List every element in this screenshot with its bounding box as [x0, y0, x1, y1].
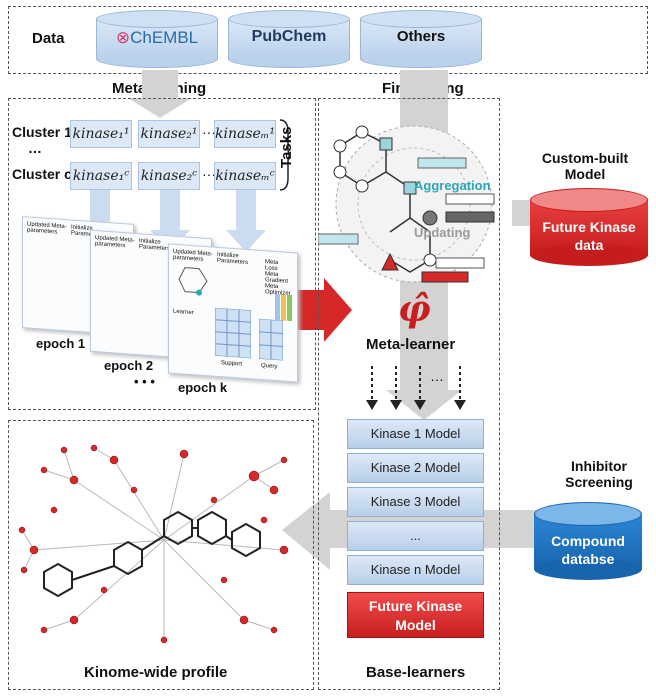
cluster-1-label: Cluster 1 — [12, 124, 72, 140]
meta-layer-icon — [275, 293, 292, 322]
arrow-task-3 — [226, 190, 266, 252]
data-section — [8, 6, 648, 74]
custom-model-title: Custom-built Model — [541, 150, 629, 182]
pubchem-database: PubChem — [228, 10, 350, 68]
epoch-card-text: Support — [221, 360, 243, 368]
epoch-card-k: Updated Meta-parameters Initialize Param… — [168, 243, 298, 383]
compound-db-label: Compound databse — [551, 533, 625, 567]
kinase-model-box: Kinase 2 Model — [347, 453, 484, 483]
kinome-tree-image — [18, 444, 289, 644]
future-kinase-model-box: Future Kinase Model — [347, 592, 484, 638]
future-kinase-db-label: Future Kinase data — [542, 219, 636, 253]
chembl-label: ChEMBL — [130, 28, 199, 47]
epoch-k-label: epoch k — [178, 380, 228, 395]
task-box: kinase₂ᶜ — [138, 162, 200, 190]
cluster-c-label: Cluster c — [12, 166, 72, 182]
arrow-meta-learner-down — [386, 290, 462, 420]
arrow-data-to-meta-training — [128, 70, 192, 118]
task-box: kinase₁ᶜ — [70, 162, 132, 190]
kinase-model-box: Kinase n Model — [347, 555, 484, 585]
task-box: kinase₁¹ — [70, 120, 132, 148]
compound-database: Compound databse — [534, 502, 642, 582]
epoch-card-text: Learner — [173, 308, 194, 317]
epoch-card-text: Query — [261, 362, 278, 371]
updating-label: Updating — [414, 225, 471, 240]
epoch-1-label: epoch 1 — [36, 336, 86, 351]
phi-hat-symbol: φ̂ — [398, 288, 431, 330]
task-box: kinaseₘ¹ — [214, 120, 276, 148]
others-database: Others — [360, 10, 482, 68]
epoch-card-text: Initialize Parameters — [217, 251, 249, 267]
cluster-dots: … — [28, 140, 42, 156]
support-grid-icon — [215, 307, 251, 359]
meta-learner-arrows — [366, 366, 466, 410]
kinase-model-box: Kinase 1 Model — [347, 419, 484, 449]
epoch-card-text: Updated Meta-parameters — [95, 235, 135, 250]
chembl-database: ⊗ChEMBL — [96, 10, 218, 68]
kinase-model-box: Kinase 3 Model — [347, 487, 484, 517]
others-label: Others — [396, 28, 446, 45]
pubchem-label: PubChem — [251, 28, 327, 45]
mini-graph-icon — [178, 267, 208, 296]
meta-learner-label: Meta-learner — [366, 336, 456, 353]
fine-tune-graph — [318, 125, 495, 283]
kinome-profile-section — [8, 420, 314, 690]
tasks-brace — [279, 119, 292, 191]
query-grid-icon — [259, 318, 283, 361]
future-kinase-database: Future Kinase data — [530, 188, 648, 268]
task-box: kinaseₘᶜ — [214, 162, 276, 190]
data-label: Data — [32, 30, 65, 47]
meta-training-section — [8, 98, 316, 410]
chembl-icon: ⊗ — [115, 28, 131, 47]
task-ellipsis: ··· — [202, 124, 216, 140]
meta-learner-ellipsis: … — [430, 368, 444, 384]
epoch-card-text: Updated Meta-parameters — [27, 221, 67, 236]
epoch-dots: • • • — [134, 374, 155, 389]
fine-tuning-section — [318, 98, 500, 690]
task-ellipsis: ··· — [202, 166, 216, 182]
tasks-label: Tasks — [278, 126, 295, 168]
task-box: kinase₂¹ — [138, 120, 200, 148]
arrow-meta-to-fine — [298, 278, 352, 342]
kinase-model-box: ... — [347, 521, 484, 551]
epoch-card-text: Updated Meta-parameters — [173, 248, 213, 263]
epoch-2-label: epoch 2 — [104, 358, 154, 373]
aggregation-label: Aggregation — [414, 178, 491, 193]
base-learners-title: Base-learners — [366, 664, 466, 681]
kinome-profile-title: Kinome-wide profile — [84, 664, 228, 681]
inhibitor-screening-title: Inhibitor Screening — [565, 458, 633, 490]
